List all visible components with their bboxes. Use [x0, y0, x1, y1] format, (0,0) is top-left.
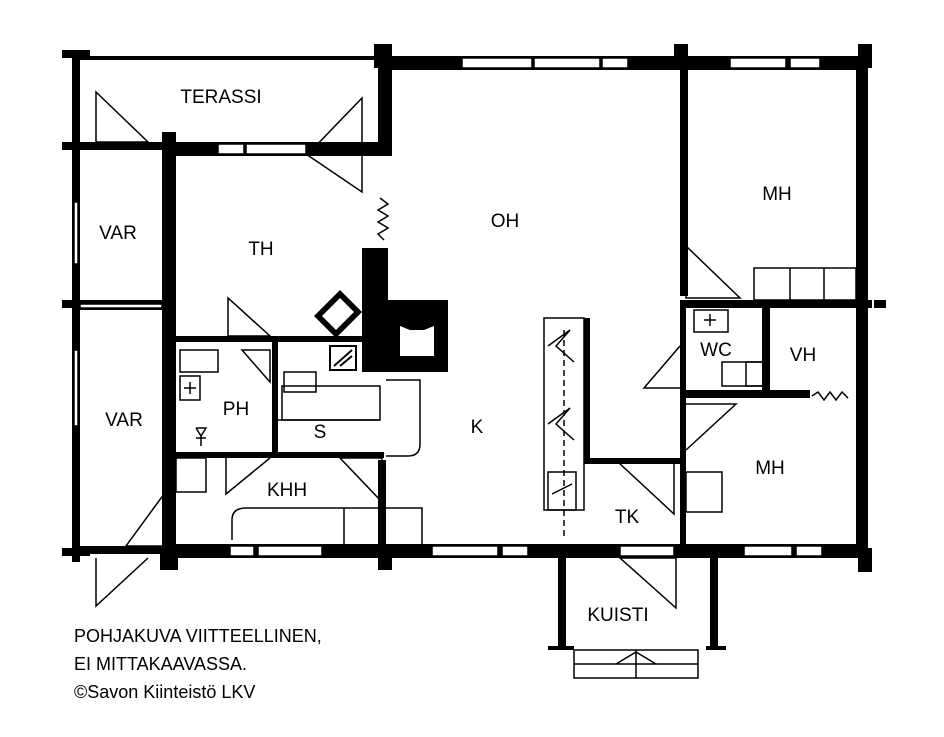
label-mh-top: MH [762, 184, 792, 205]
label-k: K [471, 417, 484, 438]
label-vh: VH [790, 345, 816, 366]
label-oh: OH [491, 211, 520, 232]
label-s: S [314, 422, 327, 443]
note-line-3: ©Savon Kiinteistö LKV [74, 682, 256, 702]
windows [73, 57, 823, 557]
label-ph: PH [223, 399, 249, 420]
label-khh: KHH [267, 480, 307, 501]
label-terassi: TERASSI [180, 87, 261, 108]
label-mh-bottom: MH [755, 458, 785, 479]
doors-and-fixtures [95, 90, 857, 679]
label-th: TH [248, 239, 273, 260]
disclaimer-note: POHJAKUVA VIITTEELLINEN, EI MITTAKAAVASS… [74, 624, 322, 708]
label-tk: TK [615, 507, 640, 528]
label-kuisti: KUISTI [587, 605, 648, 626]
room-labels: TERASSI VAR VAR TH OH MH MH WC VH PH S K… [99, 87, 816, 626]
fireplace [314, 290, 434, 371]
label-wc: WC [700, 340, 732, 361]
note-line-2: EI MITTAKAAVASSA. [74, 654, 248, 674]
note-line-1: POHJAKUVA VIITTEELLINEN, [74, 626, 322, 646]
label-var-bottom: VAR [105, 410, 143, 431]
label-var-top: VAR [99, 223, 137, 244]
